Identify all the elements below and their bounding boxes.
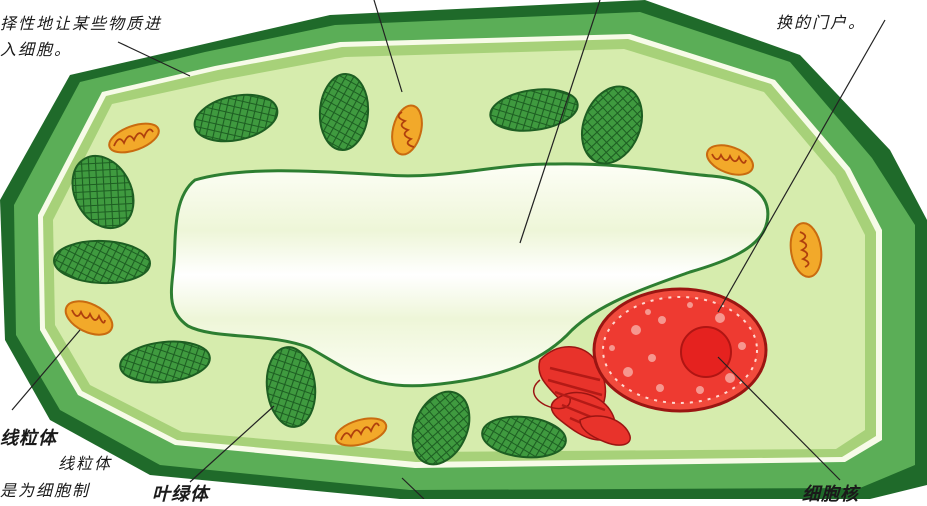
nucleus-label: 细胞核 — [802, 480, 859, 506]
membrane-note-line-1: 择性地让某些物质进 — [0, 13, 162, 35]
exchange-note: 换的门户。 — [776, 12, 866, 34]
nucleus — [594, 289, 766, 411]
membrane-note-line-2: 入细胞。 — [0, 39, 72, 61]
mitochondria-note-line-1: 线粒体 — [58, 453, 112, 475]
nucleolus — [681, 327, 731, 377]
chloroplast-label: 叶绿体 — [152, 480, 209, 506]
mitochondria-label: 线粒体 — [0, 424, 57, 450]
